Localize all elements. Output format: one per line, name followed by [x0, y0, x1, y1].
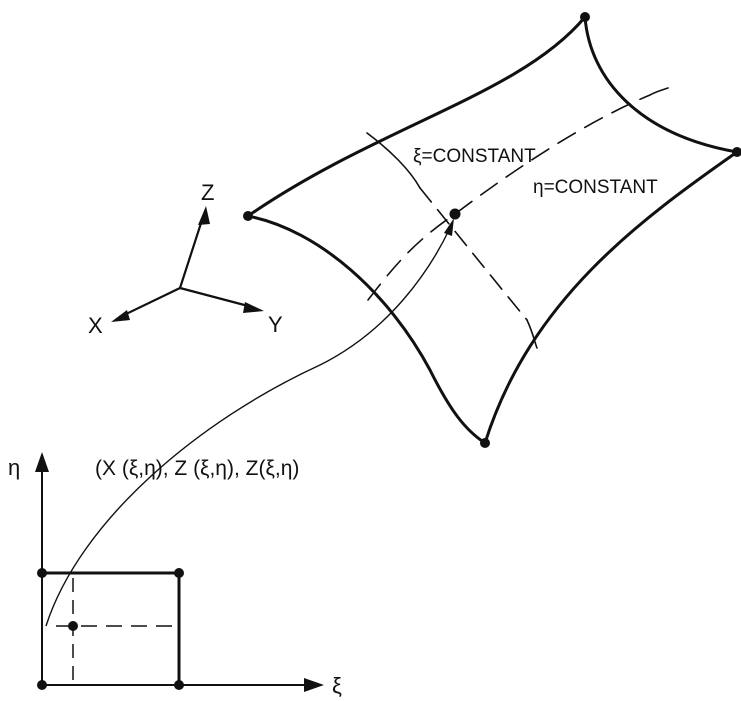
xyz-arrowheads	[111, 206, 264, 322]
param-corner-bottom-right	[174, 680, 184, 690]
xi-constant-curve-dashed	[419, 187, 528, 321]
eta-constant-curve-dashed	[367, 94, 651, 301]
param-eta-arrowhead	[35, 452, 49, 472]
surface-patch	[246, 15, 739, 445]
surface-mapped-point	[449, 208, 461, 220]
parameter-arrowheads	[35, 452, 324, 692]
eta-constant-curve-end	[649, 87, 669, 96]
corner-point-bottom	[480, 438, 490, 448]
axis-y-label: Y	[268, 312, 283, 337]
axis-y-arrowhead	[243, 302, 264, 313]
param-corner-top-right	[174, 568, 184, 578]
axis-z-arrowhead	[198, 206, 210, 225]
xi-constant-label: ξ=CONSTANT	[413, 146, 536, 167]
axis-x-label: X	[88, 313, 103, 338]
param-corner-bottom-left	[37, 680, 47, 690]
axis-z-label: Z	[201, 180, 214, 205]
mapping-expression-label: (X (ξ,η), Z (ξ,η), Z(ξ,η)	[95, 457, 299, 480]
eta-constant-label: η=CONSTANT	[533, 177, 658, 198]
corner-point-left	[243, 211, 253, 221]
parameter-square-corners	[37, 568, 184, 690]
axis-x-arrowhead	[111, 310, 130, 322]
axis-z-line	[178, 215, 205, 290]
surface-right-edge	[583, 15, 739, 154]
mapping-arrowhead	[444, 218, 454, 236]
corner-point-top	[580, 12, 590, 22]
corner-point-right	[732, 147, 741, 157]
param-xi-arrowhead	[304, 678, 324, 692]
xi-constant-curve-solid	[366, 132, 421, 189]
param-xi-label: ξ	[332, 673, 342, 698]
param-corner-top-left	[37, 568, 47, 578]
param-eta-label: η	[8, 455, 20, 480]
surface-corner-points	[243, 12, 741, 448]
axis-x-line	[120, 286, 182, 318]
mapping-arrow-curve	[45, 227, 451, 627]
xi-constant-curve-lower	[526, 319, 538, 349]
xyz-axes	[120, 215, 254, 318]
parameter-square	[41, 571, 181, 685]
surface-left-edge	[246, 214, 487, 445]
surface-bottom-edge	[483, 150, 739, 445]
param-point	[68, 621, 78, 631]
axis-y-line	[178, 286, 254, 309]
surface-top-edge	[246, 15, 587, 218]
